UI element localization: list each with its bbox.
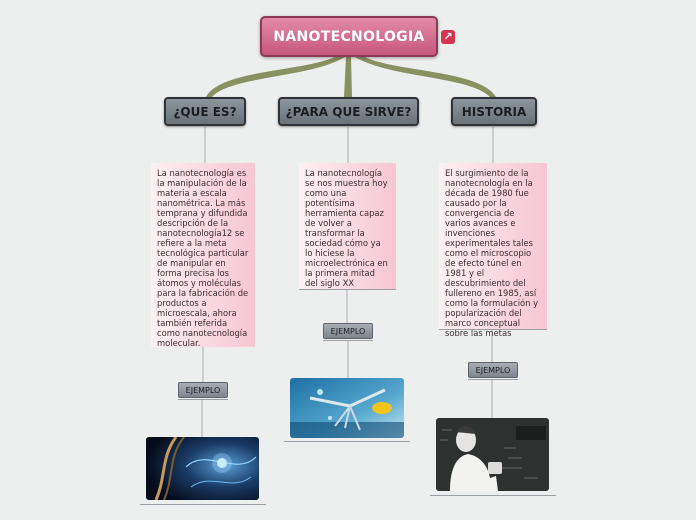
example-button-para-que-sirve[interactable]: EJEMPLO: [323, 323, 373, 339]
card-underline: [439, 329, 547, 330]
branch-que-es[interactable]: ¿QUE ES?: [164, 97, 246, 126]
link-icon[interactable]: ↗: [441, 30, 455, 44]
example-underline: [178, 399, 228, 400]
example-image-para-que-sirve: [290, 378, 404, 438]
branch-historia[interactable]: HISTORIA: [451, 97, 537, 126]
example-image-underline: [140, 504, 266, 505]
example-button-que-es[interactable]: EJEMPLO: [178, 382, 228, 398]
example-image-que-es: [146, 437, 259, 500]
text-card-para-que-sirve: La nanotecnología se nos muestra hoy com…: [299, 163, 396, 289]
example-underline: [323, 340, 373, 341]
text-card-historia: El surgimiento de la nanotecnología en l…: [439, 163, 547, 329]
example-image-historia: [436, 418, 549, 491]
example-underline: [468, 379, 518, 380]
central-topic[interactable]: NANOTECNOLOGIA: [260, 16, 438, 57]
example-image-underline: [284, 441, 410, 442]
example-image-underline: [430, 495, 556, 496]
card-underline: [299, 289, 396, 290]
example-button-historia[interactable]: EJEMPLO: [468, 362, 518, 378]
branch-para-que-sirve[interactable]: ¿PARA QUE SIRVE?: [278, 97, 419, 126]
text-card-que-es: La nanotecnología es la manipulación de …: [151, 163, 255, 347]
